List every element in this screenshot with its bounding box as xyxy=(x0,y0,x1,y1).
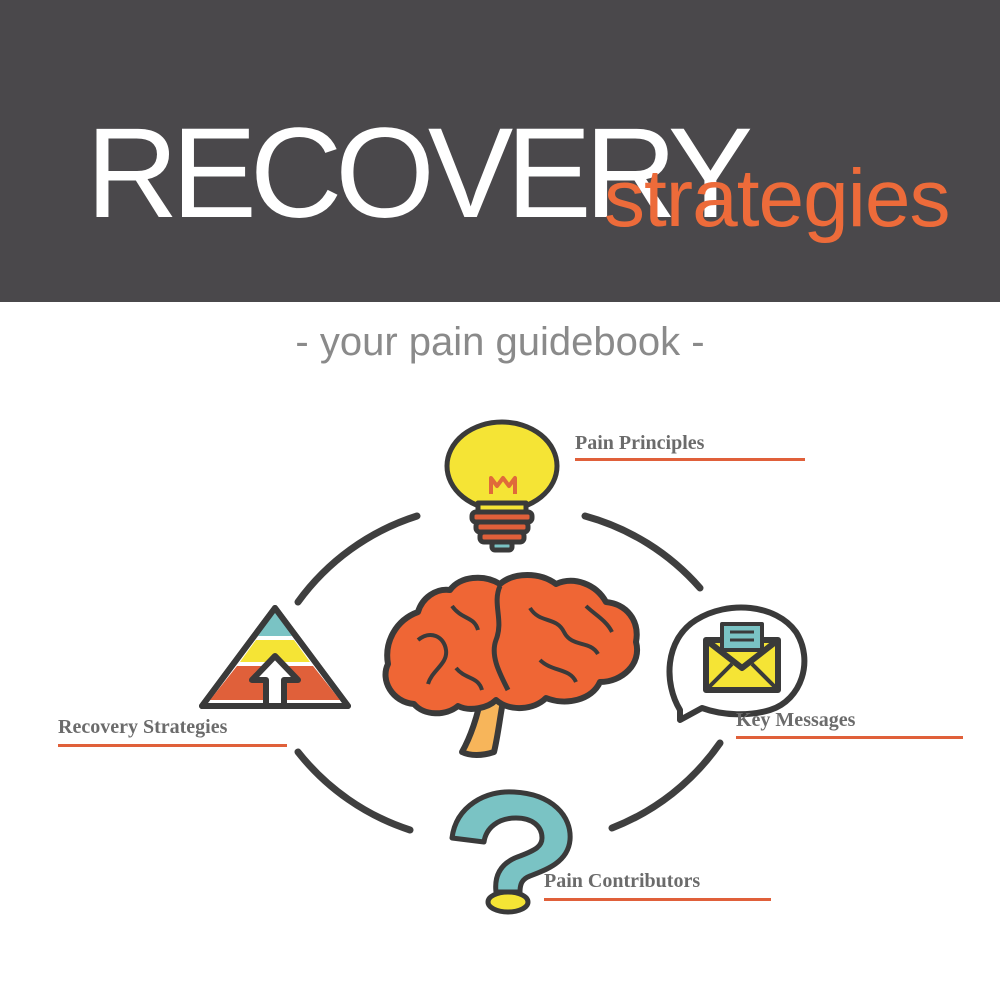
label-key-messages: Key Messages xyxy=(736,709,856,731)
underline-pain-contributors xyxy=(544,898,771,901)
cycle-arc-top-right xyxy=(581,512,704,592)
envelope-speech-bubble-icon xyxy=(666,604,808,723)
brain-icon xyxy=(382,572,641,758)
underline-pain-principles xyxy=(575,458,805,461)
cycle-arc-top-left xyxy=(294,512,421,606)
lightbulb-icon xyxy=(444,419,560,553)
tagline: - your pain guidebook - xyxy=(295,320,705,364)
header-banner: RECOVERY strategies xyxy=(0,0,1000,302)
cycle-arc-bottom-right xyxy=(608,739,724,832)
title-recovery: RECOVERY xyxy=(86,102,753,245)
title-strategies: strategies xyxy=(604,153,951,244)
question-mark-icon xyxy=(449,789,573,915)
cycle-arc-bottom-left xyxy=(294,748,414,834)
underline-key-messages xyxy=(736,736,963,739)
label-pain-principles: Pain Principles xyxy=(575,432,705,454)
cycle-arcs xyxy=(294,512,724,834)
label-pain-contributors: Pain Contributors xyxy=(544,870,701,892)
label-recovery-strategies: Recovery Strategies xyxy=(58,716,228,738)
underline-recovery-strategies xyxy=(58,744,287,747)
pyramid-arrow-icon xyxy=(199,605,351,709)
